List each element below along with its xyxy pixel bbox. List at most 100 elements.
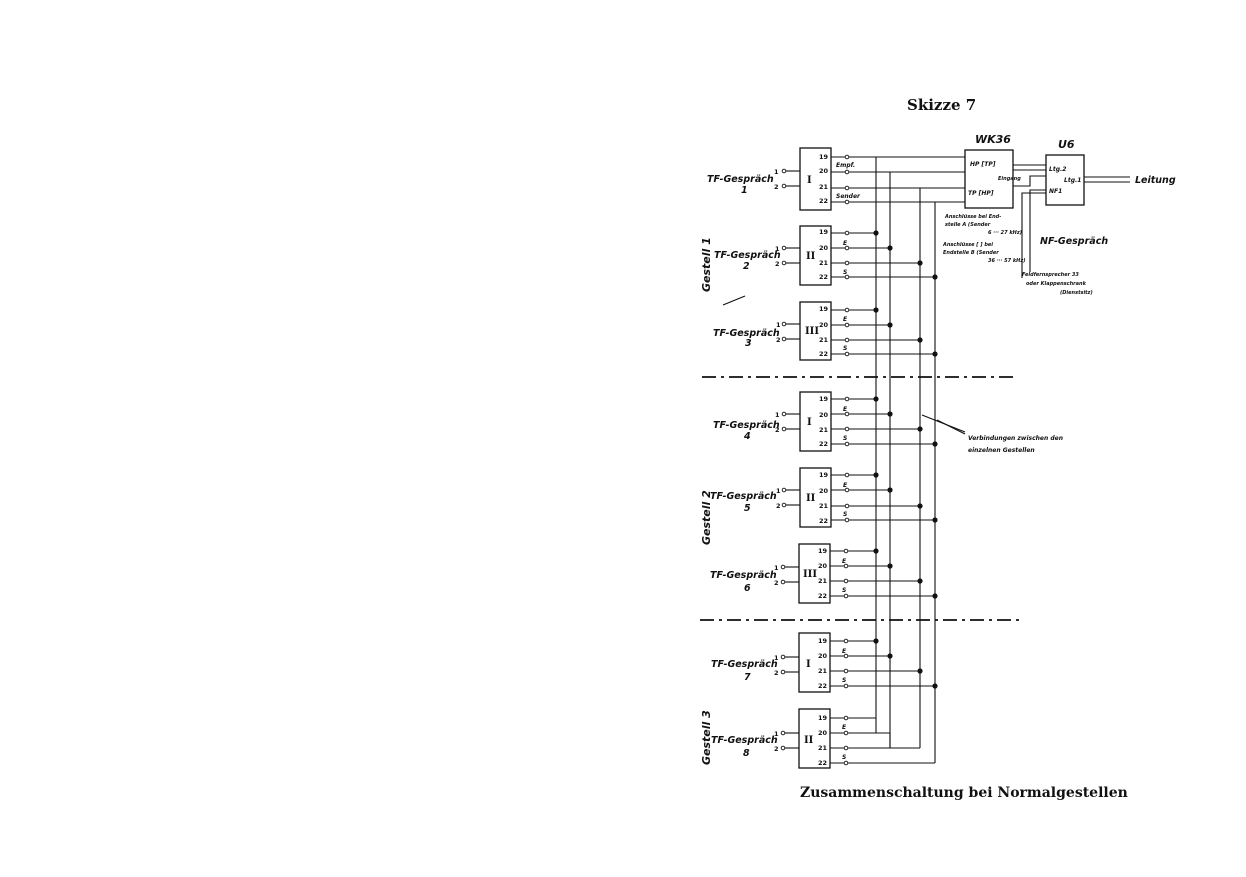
unit-roman: II [806,251,816,262]
svg-text:E: E [843,316,848,323]
unit-roman: II [804,735,814,746]
svg-text:22: 22 [819,197,828,205]
channel-label: TF-Gespräch [710,570,777,581]
svg-text:S: S [842,754,846,761]
svg-text:2: 2 [774,745,779,753]
svg-text:19: 19 [819,305,829,313]
svg-text:1: 1 [774,564,779,572]
svg-text:E: E [842,558,847,565]
nf-gesprach-label: NF-Gespräch [1040,236,1108,247]
u6-title: U6 [1058,138,1075,151]
svg-text:1: 1 [776,487,781,495]
leitung-wires [1084,176,1130,183]
wk36-note-b-3: 36 ··· 57 kHz) [988,258,1026,264]
svg-text:E: E [842,724,847,731]
svg-text:22: 22 [818,592,827,600]
unit-roman: III [803,569,817,580]
rack-label-1: Gestell 1 [700,237,713,292]
channel-number: 8 [743,748,750,759]
rack-label-2: Gestell 2 [700,490,713,545]
svg-text:20: 20 [818,652,828,660]
channel-number: 6 [744,583,751,594]
channel-label: TF-Gespräch [707,174,774,185]
wk36-eingang: Eingang [998,176,1021,182]
svg-text:22: 22 [818,682,827,690]
feldfernsprecher-1: Feldfernsprecher 33 [1022,272,1079,278]
verbindungen-1: Verbindungen zwischen den [968,435,1063,442]
verbindungen-2: einzelnen Gestellen [968,447,1035,454]
svg-text:19: 19 [819,228,829,236]
svg-text:1: 1 [774,730,779,738]
wk36-u6-wires [1013,164,1046,187]
rack-label-3: Gestell 3 [700,710,713,765]
wk36-note-b-1: Anschlüsse [ ] bei [942,242,993,248]
channel-number: 5 [744,503,751,514]
svg-text:S: S [843,269,847,276]
channel-number: 7 [744,672,751,683]
wk36-note-a-2: stelle A (Sender [945,222,991,228]
channel-label: TF-Gespräch [714,250,781,261]
leitung-label: Leitung [1135,175,1176,186]
wk36-tp-hp: TP [HP] [968,190,994,197]
channel-label: TF-Gespräch [710,491,777,502]
nf-wires [1021,189,1046,278]
svg-text:21: 21 [818,577,828,585]
svg-text:2: 2 [774,579,779,587]
svg-text:1: 1 [774,168,779,176]
svg-text:1: 1 [775,245,780,253]
channel-label: TF-Gespräch [713,328,780,339]
unit-roman: I [806,659,811,670]
feldfernsprecher-3: (Dienstsitz) [1060,290,1093,296]
stray-mark [722,295,746,306]
unit-roman: II [806,493,816,504]
svg-text:S: S [843,511,847,518]
svg-text:21: 21 [818,667,828,675]
svg-text:19: 19 [819,153,829,161]
wk36-note-b-2: Endstelle B (Sender [943,250,999,256]
u6-ltg2: Ltg.2 [1049,166,1066,173]
svg-text:22: 22 [818,759,827,767]
unit-roman: I [807,417,812,428]
channel-number: 3 [745,338,752,349]
svg-text:19: 19 [819,395,829,403]
unit-roman: III [805,326,819,337]
svg-text:21: 21 [819,183,829,191]
svg-text:S: S [843,345,847,352]
feldfernsprecher-2: oder Klappenschrank [1026,281,1087,287]
svg-text:E: E [843,406,848,413]
svg-text:20: 20 [819,167,829,175]
svg-text:E: E [843,240,848,247]
svg-text:1: 1 [775,411,780,419]
svg-text:20: 20 [819,321,829,329]
svg-text:S: S [843,435,847,442]
trunk-wires [875,157,936,763]
channel-number: 4 [743,431,751,442]
svg-text:E: E [843,482,848,489]
svg-text:20: 20 [819,487,829,495]
svg-text:19: 19 [819,471,829,479]
channel-label: TF-Gespräch [713,420,780,431]
unit-roman: I [807,175,812,186]
channel-number: 2 [743,261,750,272]
sketch-title: Skizze 7 [907,96,976,114]
svg-text:S: S [842,677,846,684]
send-label: Sender [836,193,861,200]
svg-text:21: 21 [819,502,829,510]
channel-number: 1 [741,185,748,196]
svg-text:21: 21 [819,336,829,344]
caption: Zusammenschaltung bei Normalgestellen [800,785,1128,801]
receive-label: Empf. [836,162,855,169]
svg-text:19: 19 [818,637,828,645]
wk36-hp-tp: HP [TP] [970,161,996,168]
channel-label: TF-Gespräch [711,659,778,670]
channel-label: TF-Gespräch [711,735,778,746]
svg-text:2: 2 [776,502,781,510]
svg-text:22: 22 [819,350,828,358]
